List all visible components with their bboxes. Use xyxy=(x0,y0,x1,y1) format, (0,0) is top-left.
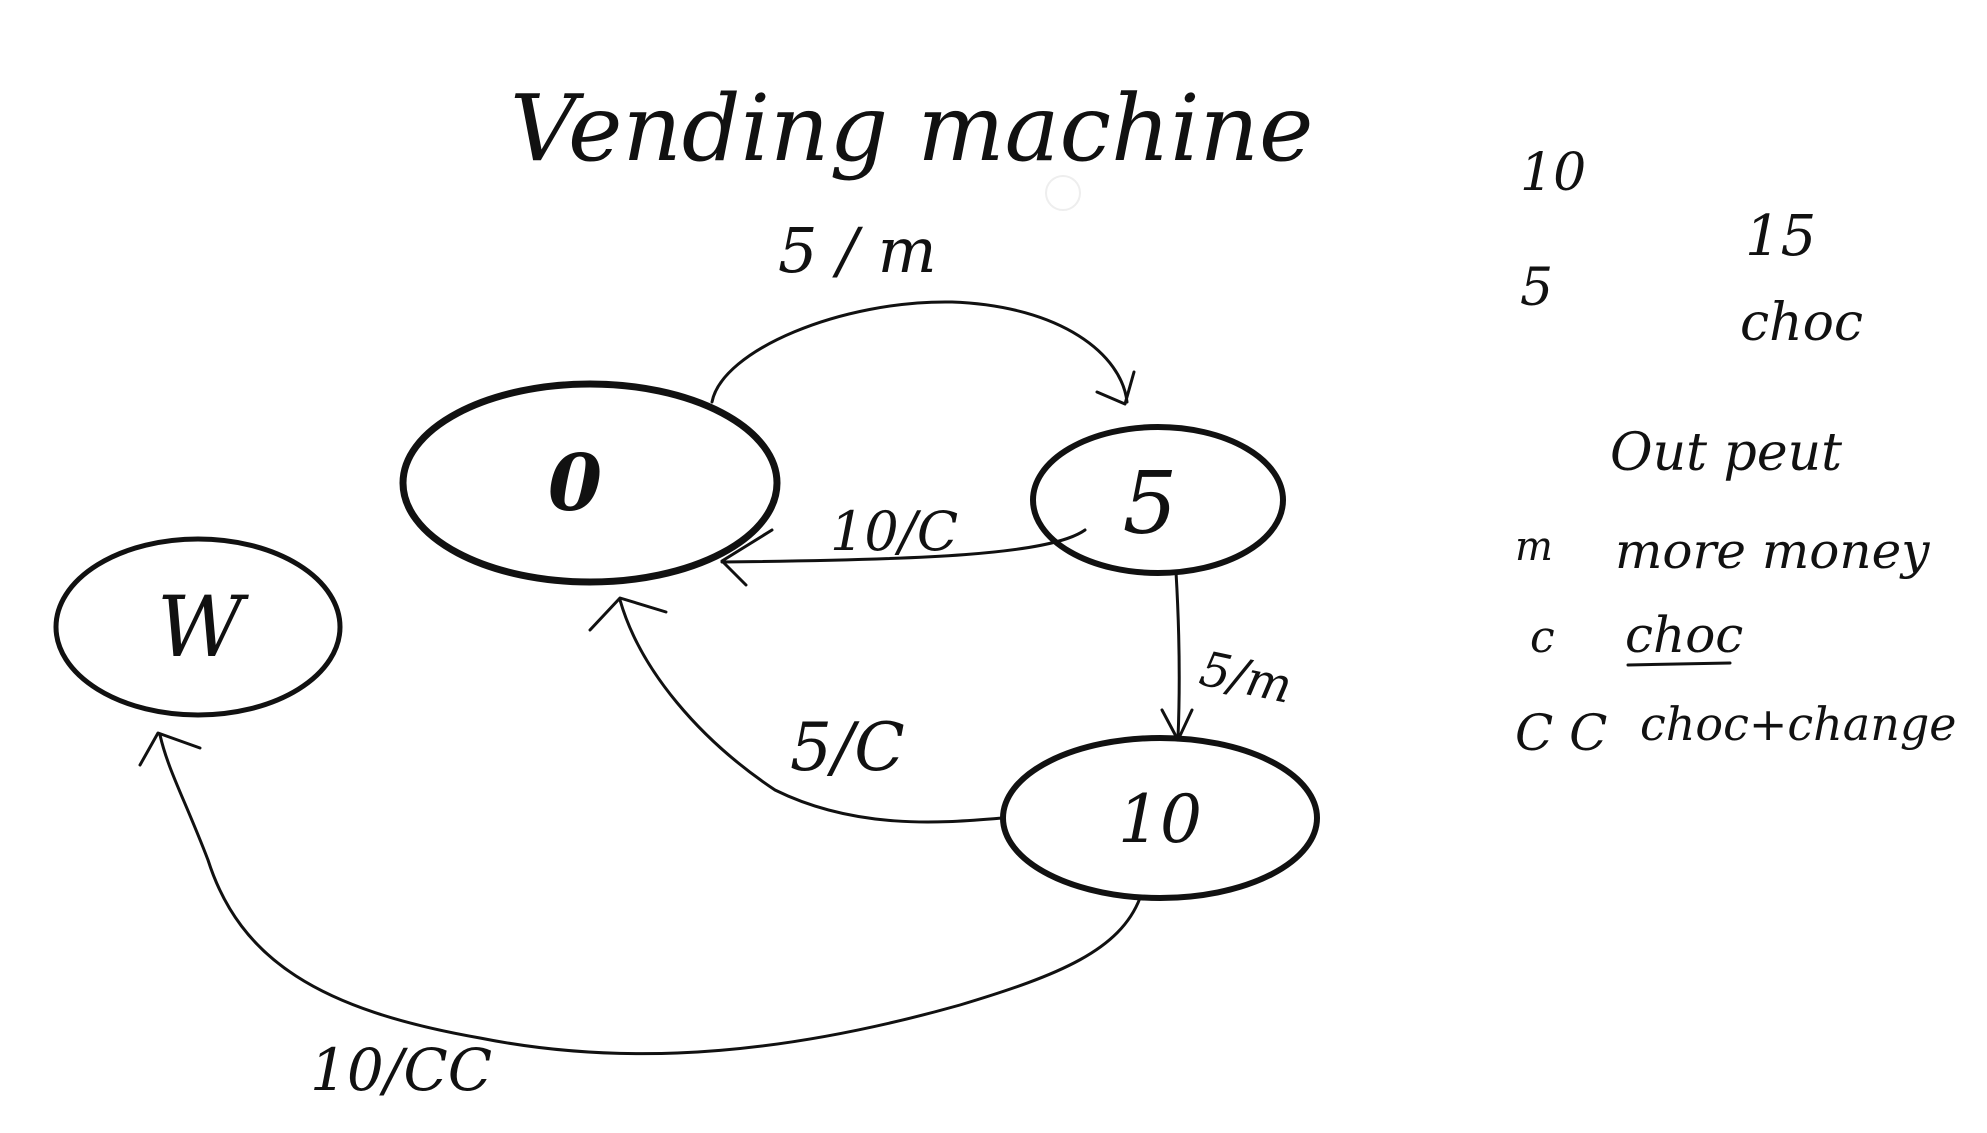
transition-5-to-10-label: 5/m xyxy=(1195,641,1297,715)
state-0-label: 0 xyxy=(548,438,602,529)
state-10-label: 10 xyxy=(1118,781,1202,858)
inputs-notes: 10 5 15 choc xyxy=(1520,143,1863,353)
state-5-label: 5 xyxy=(1123,454,1178,554)
choc-underline xyxy=(1626,661,1732,667)
state-w: W xyxy=(53,536,343,718)
output-c-symbol: c xyxy=(1530,612,1555,663)
outputs-heading: Out peut xyxy=(1610,423,1842,483)
output-m-symbol: m xyxy=(1515,524,1553,570)
diagram-title: Vending machine xyxy=(510,75,1313,182)
transition-5-to-0-label: 10/C xyxy=(830,500,958,563)
state-w-label: W xyxy=(157,578,250,676)
state-5: 5 xyxy=(1030,424,1286,576)
state-0: 0 xyxy=(399,380,781,586)
total-15-label: 15 xyxy=(1745,204,1816,269)
total-choc-label: choc xyxy=(1740,293,1863,353)
state-10: 10 xyxy=(1000,735,1320,901)
output-cc-description: choc+change xyxy=(1640,697,1957,751)
transition-5-to-10: 5/m xyxy=(1160,570,1297,742)
output-c-description: choc xyxy=(1625,606,1743,664)
input-10-label: 10 xyxy=(1520,143,1586,203)
transition-10-to-w-label: 10/CC xyxy=(310,1036,492,1104)
outputs-legend: Out peut m more money c choc C C choc+ch… xyxy=(1515,423,1957,762)
transition-0-to-5-label: 5 / m xyxy=(778,214,937,287)
output-cc-symbol: C C xyxy=(1515,704,1607,762)
faint-dot xyxy=(1045,175,1081,211)
transition-0-to-5: 5 / m xyxy=(710,214,1136,406)
output-m-description: more money xyxy=(1615,522,1930,580)
transition-5-to-0: 10/C xyxy=(720,500,1087,587)
input-5-label: 5 xyxy=(1520,258,1553,318)
transition-10-to-w: 10/CC xyxy=(138,731,1142,1104)
transition-10-to-0: 5/C xyxy=(588,596,1005,824)
transition-10-to-0-label: 5/C xyxy=(790,709,905,786)
